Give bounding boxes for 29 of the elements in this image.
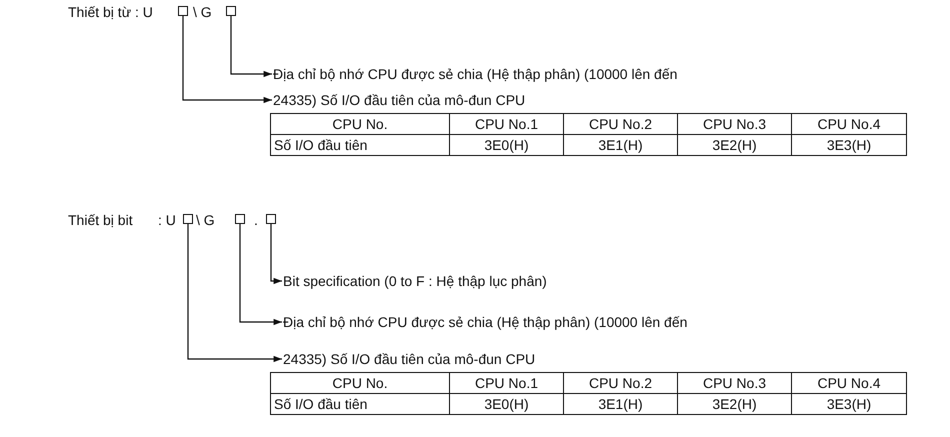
placeholder-box bbox=[235, 214, 245, 224]
table-cell: Số I/O đầu tiên bbox=[270, 134, 450, 156]
description-text: Bit specification (0 to F : Hệ thập lục phân) bbox=[283, 273, 547, 289]
leader-line bbox=[182, 16, 272, 104]
leader-line bbox=[230, 16, 272, 78]
notation-text: : U bbox=[158, 212, 176, 228]
table-cell: 3E3(H) bbox=[791, 393, 907, 415]
description-text: Địa chỉ bộ nhớ CPU được sẻ chia (Hệ thập phân) (10000 lên đến bbox=[283, 314, 688, 330]
placeholder-box bbox=[266, 214, 276, 224]
leader-line bbox=[270, 224, 282, 284]
table-cell: CPU No. bbox=[270, 113, 450, 135]
table-cell: 3E3(H) bbox=[791, 134, 907, 156]
table-cell: Số I/O đầu tiên bbox=[270, 393, 450, 415]
table-cell: CPU No. bbox=[270, 372, 450, 394]
notation-text: \ G bbox=[193, 4, 212, 20]
table-cell: CPU No.4 bbox=[791, 113, 907, 135]
notation-text: . bbox=[254, 212, 258, 228]
notation-text: Thiết bị từ : U bbox=[68, 4, 153, 20]
notation-text: Thiết bị bit bbox=[68, 212, 133, 228]
description-text: 24335) Số I/O đầu tiên của mô-đun CPU bbox=[283, 351, 536, 367]
leader-line bbox=[187, 224, 282, 362]
leader-line bbox=[239, 224, 282, 326]
description-text: 24335) Số I/O đầu tiên của mô-đun CPU bbox=[273, 92, 526, 108]
placeholder-box bbox=[178, 6, 188, 16]
notation-text: \ G bbox=[196, 212, 215, 228]
table-cell: CPU No.4 bbox=[791, 372, 907, 394]
placeholder-box bbox=[183, 214, 193, 224]
placeholder-box bbox=[226, 6, 236, 16]
description-text: Địa chỉ bộ nhớ CPU được sẻ chia (Hệ thập phân) (10000 lên đến bbox=[273, 66, 678, 82]
